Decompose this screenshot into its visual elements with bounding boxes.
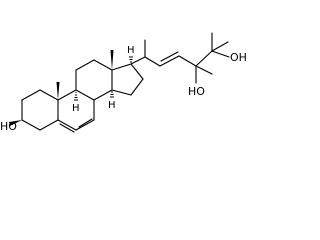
methyl-c27 [211, 41, 229, 52]
ring-a [21, 89, 59, 131]
c25-hydroxyl-label: OH [230, 51, 247, 64]
h-c17-hash [129, 56, 133, 63]
double-bond-c7-c8 [78, 118, 93, 128]
ring-d [111, 63, 144, 96]
c25-oh-bond [211, 50, 230, 58]
side-chain [130, 32, 230, 84]
methyl-c18-wedge [110, 50, 114, 70]
h-c17-label: H [127, 45, 135, 56]
c24-hydroxyl-label: HO [188, 85, 205, 98]
h-c14-hash [110, 91, 114, 98]
ring-c [75, 59, 113, 101]
methyl-c28 [195, 65, 213, 75]
ring-b [57, 89, 95, 133]
c3-hydroxyl-label: HO [0, 120, 17, 133]
chemical-structure-figure: HO H H H [0, 32, 247, 133]
c3-oh-wedge [9, 120, 22, 126]
double-bond-c5-c6 [59, 123, 75, 133]
h-c9-hash [74, 92, 78, 101]
structure-diagram: HO H H H [0, 32, 247, 133]
methyl-c19-wedge [56, 82, 60, 100]
h-c14-label: H [108, 100, 116, 111]
h-c9-label: H [72, 103, 80, 114]
double-bond-c22-c23 [160, 51, 179, 62]
